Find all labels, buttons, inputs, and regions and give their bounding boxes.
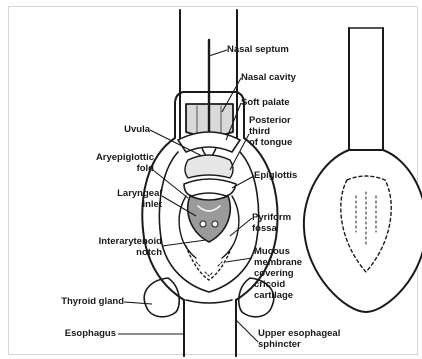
- label-aryepiglottic-line-1: Aryepiglottic: [70, 152, 154, 163]
- label-mucous-line-1: Mucous: [254, 246, 302, 257]
- esophagus-outline: [184, 300, 236, 356]
- label-mucous-line-2: membrane: [254, 257, 302, 268]
- label-upper-esophageal-line-2: sphincter: [258, 339, 340, 350]
- label-interarytenoid-line-1: Interarytenoid: [28, 236, 162, 247]
- label-mucous-line-5: cartilage: [254, 290, 302, 301]
- label-upper-esophageal-sphincter: Upper esophageal sphincter: [258, 328, 340, 350]
- esophagus-tube: [186, 300, 232, 303]
- thyroid-gland-left-lobe: [144, 278, 179, 317]
- label-laryngeal-line-2: inlet: [80, 199, 162, 210]
- label-epiglottis: Epiglottis: [254, 170, 297, 181]
- label-nasal-cavity: Nasal cavity: [241, 72, 296, 83]
- label-pyriform-line-1: Pyriform: [252, 212, 291, 223]
- label-aryepiglottic-fold: Aryepiglottic fold: [70, 152, 154, 174]
- label-mucous-line-3: covering: [254, 268, 302, 279]
- label-posterior-line-3: of tongue: [249, 137, 292, 148]
- label-posterior-third-of-tongue: Posterior third of tongue: [249, 115, 292, 148]
- laryngeal-inlet: [188, 196, 230, 242]
- label-uvula: Uvula: [94, 124, 150, 135]
- cricoid-mucosa: [186, 246, 232, 280]
- label-soft-palate: Soft palate: [241, 97, 290, 108]
- label-esophagus: Esophagus: [40, 328, 116, 339]
- label-interarytenoid-line-2: notch: [28, 247, 162, 258]
- label-laryngeal-inlet: Laryngeal inlet: [80, 188, 162, 210]
- label-upper-esophageal-line-1: Upper esophageal: [258, 328, 340, 339]
- label-thyroid-gland: Thyroid gland: [20, 296, 124, 307]
- label-nasal-septum: Nasal septum: [227, 44, 289, 55]
- schematic-tube: [349, 28, 383, 150]
- label-aryepiglottic-line-2: fold: [70, 163, 154, 174]
- label-posterior-line-2: third: [249, 126, 292, 137]
- label-interarytenoid-notch: Interarytenoid notch: [28, 236, 162, 258]
- schematic-bulb: [304, 150, 422, 312]
- label-laryngeal-line-1: Laryngeal: [80, 188, 162, 199]
- label-pyriform-fossa: Pyriform fossa: [252, 212, 291, 234]
- label-pyriform-line-2: fossa: [252, 223, 291, 234]
- tongue-base: [185, 155, 233, 178]
- label-mucous-line-4: cricoid: [254, 279, 302, 290]
- label-mucous-membrane: Mucous membrane covering cricoid cartila…: [254, 246, 302, 301]
- label-posterior-line-1: Posterior: [249, 115, 292, 126]
- epiglottis: [184, 179, 236, 196]
